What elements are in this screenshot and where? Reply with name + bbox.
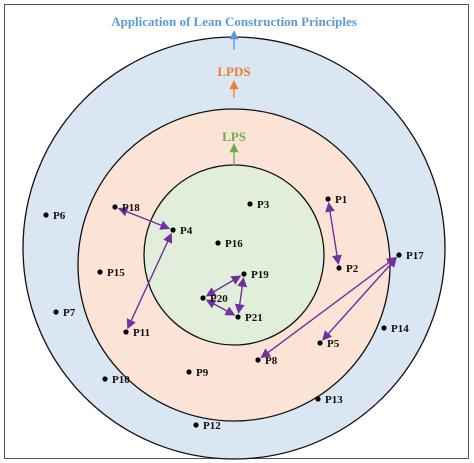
link-p4-p11 — [126, 232, 173, 330]
point-dot — [247, 201, 253, 207]
point-label: P5 — [327, 338, 340, 350]
point-label: P17 — [406, 250, 424, 262]
point-dot — [200, 295, 206, 301]
point-label: P21 — [245, 312, 263, 324]
link-p21-p20 — [205, 299, 236, 316]
point-p3: P3 — [247, 199, 270, 211]
lps-label: LPS — [222, 129, 246, 144]
point-dot — [255, 357, 261, 363]
point-p1: P1 — [325, 194, 347, 206]
point-dot — [381, 325, 387, 331]
point-label: P15 — [107, 267, 125, 279]
point-label: P20 — [210, 293, 228, 305]
point-p11: P11 — [123, 327, 150, 339]
link-p17-p8 — [260, 256, 397, 359]
point-dot — [123, 329, 129, 335]
point-dot — [235, 314, 241, 320]
link-p18-p4 — [117, 207, 171, 230]
point-label: P4 — [180, 225, 193, 237]
point-p7: P7 — [53, 307, 76, 319]
point-dot — [241, 271, 247, 277]
point-label: P2 — [346, 263, 359, 275]
point-label: P14 — [391, 323, 409, 335]
points-layer: P1P2P3P4P5P6P7P8P9P10P11P12P13P14P15P16P… — [43, 194, 424, 432]
lpds-label: LPDS — [217, 64, 250, 79]
point-dot — [336, 265, 342, 271]
point-label: P6 — [53, 210, 66, 222]
point-dot — [112, 204, 118, 210]
point-p9: P9 — [186, 367, 209, 379]
point-dot — [97, 269, 103, 275]
point-label: P11 — [133, 327, 150, 339]
point-p8: P8 — [255, 355, 278, 367]
point-label: P10 — [112, 374, 130, 386]
point-label: P16 — [225, 238, 243, 250]
point-dot — [215, 240, 221, 246]
point-p4: P4 — [170, 225, 193, 237]
point-p15: P15 — [97, 267, 125, 279]
point-dot — [170, 227, 176, 233]
diagram-title: Application of Lean Construction Princip… — [111, 14, 357, 29]
link-p20-p19 — [205, 275, 242, 297]
point-p14: P14 — [381, 323, 409, 335]
point-dot — [53, 309, 59, 315]
point-p16: P16 — [215, 238, 243, 250]
point-p2: P2 — [336, 263, 359, 275]
link-p19-p21 — [234, 277, 248, 314]
point-p13: P13 — [315, 394, 343, 406]
point-p17: P17 — [396, 250, 424, 262]
point-p20: P20 — [200, 293, 228, 305]
point-label: P19 — [251, 269, 269, 281]
links-layer — [117, 202, 397, 359]
point-label: P8 — [265, 355, 278, 367]
inner-ring — [143, 164, 325, 346]
point-p18: P18 — [112, 202, 140, 214]
point-p10: P10 — [102, 374, 130, 386]
point-label: P9 — [196, 367, 209, 379]
point-label: P12 — [203, 420, 221, 432]
point-dot — [325, 196, 331, 202]
point-dot — [315, 396, 321, 402]
point-label: P18 — [122, 202, 140, 214]
link-p1-p2 — [325, 202, 342, 265]
point-dot — [396, 252, 402, 258]
point-label: P3 — [257, 199, 270, 211]
point-p21: P21 — [235, 312, 263, 324]
point-dot — [193, 422, 199, 428]
point-dot — [317, 340, 323, 346]
point-dot — [102, 376, 108, 382]
point-label: P13 — [325, 394, 343, 406]
point-p12: P12 — [193, 420, 221, 432]
point-dot — [43, 212, 49, 218]
point-p6: P6 — [43, 210, 66, 222]
point-label: P1 — [335, 194, 347, 206]
point-p19: P19 — [241, 269, 269, 281]
point-p5: P5 — [317, 338, 340, 350]
point-label: P7 — [63, 307, 76, 319]
point-dot — [186, 369, 192, 375]
